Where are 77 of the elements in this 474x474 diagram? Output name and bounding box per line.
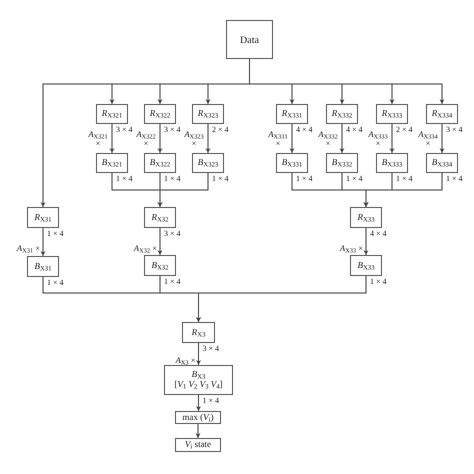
dimension-label: 4 × 4: [370, 230, 387, 238]
edge-label: A$_{X333}$ ×: [367, 130, 389, 149]
edge-label: A$_{X334}$ ×: [417, 130, 439, 149]
edge-label: A$_{X321}$ ×: [87, 130, 109, 149]
dimension-label: 1 × 4: [446, 175, 463, 183]
arrow: [196, 394, 201, 412]
process-box: R$_{X333}$: [376, 104, 408, 124]
process-box: B$_{X322}$: [144, 153, 176, 173]
edge-label: A$_{X322}$ ×: [135, 130, 157, 149]
arrow: [110, 124, 114, 154]
dimension-label: 1 × 4: [164, 278, 181, 286]
dimension-label: 1 × 4: [346, 175, 363, 183]
dimension-label: 1 × 4: [47, 279, 64, 287]
dimension-label: 1 × 4: [212, 175, 229, 183]
arrow: [40, 228, 46, 256]
dimension-label: 4 × 4: [296, 126, 313, 134]
process-box: R$_{X322}$: [144, 104, 176, 124]
dimension-label: 3 × 4: [446, 126, 463, 134]
edge-label: A$_{X331}$ ×: [267, 130, 289, 149]
process-box: max (V$_{i}$): [175, 411, 221, 424]
box-text: [V$_{1}$ V$_{2}$ V$_{3}$ V$_{4}$]: [174, 380, 223, 390]
arrow: [364, 228, 368, 256]
process-box: B$_{X332}$: [326, 153, 358, 173]
process-box: R$_{X3}$: [182, 322, 215, 343]
arrow: [158, 172, 208, 208]
process-box: R$_{X323}$: [192, 104, 224, 124]
dimension-label: 3 × 4: [116, 126, 133, 134]
edge-label: A$_{X31}$ ×: [16, 244, 40, 254]
process-box: B$_{X333}$: [376, 153, 408, 173]
edge-label: A$_{X3}$ ×: [176, 356, 196, 366]
arrow: [196, 276, 366, 322]
dimension-label: 1 × 4: [396, 175, 413, 183]
arrow: [440, 124, 444, 154]
dimension-label: 1 × 4: [47, 230, 64, 238]
arrow: [158, 124, 162, 154]
process-box: V$_{i}$ state: [175, 438, 221, 452]
dimension-label: 1 × 4: [296, 175, 313, 183]
process-box: B$_{X32}$: [144, 255, 176, 276]
arrow: [364, 172, 442, 208]
arrow: [158, 228, 162, 256]
process-box: R$_{X32}$: [144, 207, 176, 228]
process-box: B$_{X334}$: [426, 153, 458, 173]
dimension-label: 3 × 4: [164, 230, 181, 238]
process-box: R$_{X321}$: [96, 104, 128, 124]
box-text: B$_{X3}$: [192, 370, 206, 380]
arrow: [206, 124, 210, 154]
edge-label: A$_{X32}$ ×: [134, 244, 157, 253]
process-box: R$_{X33}$: [350, 207, 382, 228]
dimension-label: 1 × 4: [116, 175, 133, 183]
process-box: R$_{X334}$: [426, 104, 458, 124]
edge-label: A$_{X323}$ ×: [183, 130, 205, 149]
edge-label: A$_{X33}$ ×: [340, 244, 363, 253]
dimension-label: 2 × 4: [396, 126, 413, 134]
process-box: Data: [226, 20, 273, 59]
arrow: [196, 342, 201, 366]
arrow: [290, 124, 294, 154]
process-box: B$_{X331}$: [276, 153, 308, 173]
process-box: B$_{X323}$: [192, 153, 224, 173]
dimension-label: 1 × 4: [164, 175, 181, 183]
dimension-label: 3 × 4: [164, 126, 181, 134]
arrow: [390, 124, 394, 154]
dimension-label: 2 × 4: [212, 126, 229, 134]
edge-label: A$_{X332}$ ×: [317, 130, 339, 149]
dimension-label: 4 × 4: [346, 126, 363, 134]
process-box: [164, 365, 233, 395]
process-box: B$_{X33}$: [350, 255, 382, 276]
process-box: R$_{X31}$: [27, 207, 59, 228]
process-box: B$_{X321}$: [96, 153, 128, 173]
process-box: R$_{X332}$: [326, 104, 358, 124]
process-box: R$_{X331}$: [276, 104, 308, 124]
arrow: [196, 424, 200, 438]
process-box: B$_{X31}$: [27, 256, 59, 277]
dimension-label: 1 × 4: [202, 397, 220, 405]
dimension-label: 3 × 4: [202, 345, 220, 353]
arrow: [249, 58, 444, 104]
dimension-label: 1 × 4: [370, 278, 387, 286]
arrow: [340, 124, 344, 154]
